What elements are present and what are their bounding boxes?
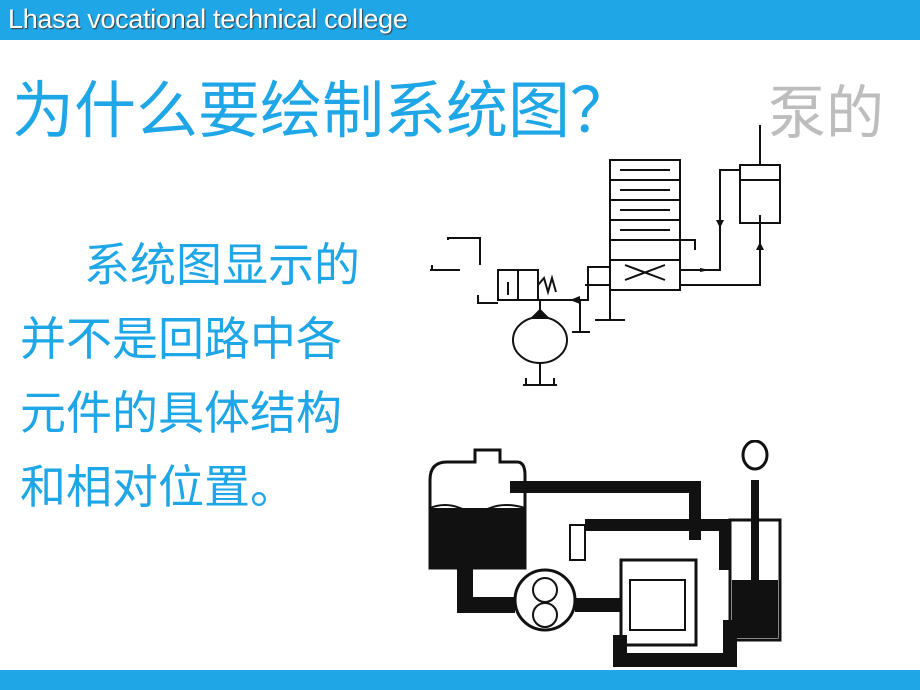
college-name: Lhasa vocational technical college [8,4,408,34]
body-paragraph: 系统图显示的 并不是回路中各 元件的具体结构 和相对位置。 [20,228,420,524]
slide-title: 为什么要绘制系统图？ [12,74,633,147]
header-bar: Lhasa vocational technical college [0,0,920,40]
pictorial-hydraulic-circuit [428,440,782,667]
faded-overlap-text: 泵的 [768,79,885,147]
footer-bar [0,670,920,690]
body-line-4: 和相对位置。 [20,460,296,514]
body-line-3: 元件的具体结构 [20,386,342,440]
body-line-1: 系统图显示的 [84,238,360,292]
hydraulic-schematic-diagram [430,125,781,386]
body-line-2: 并不是回路中各 [20,312,342,366]
